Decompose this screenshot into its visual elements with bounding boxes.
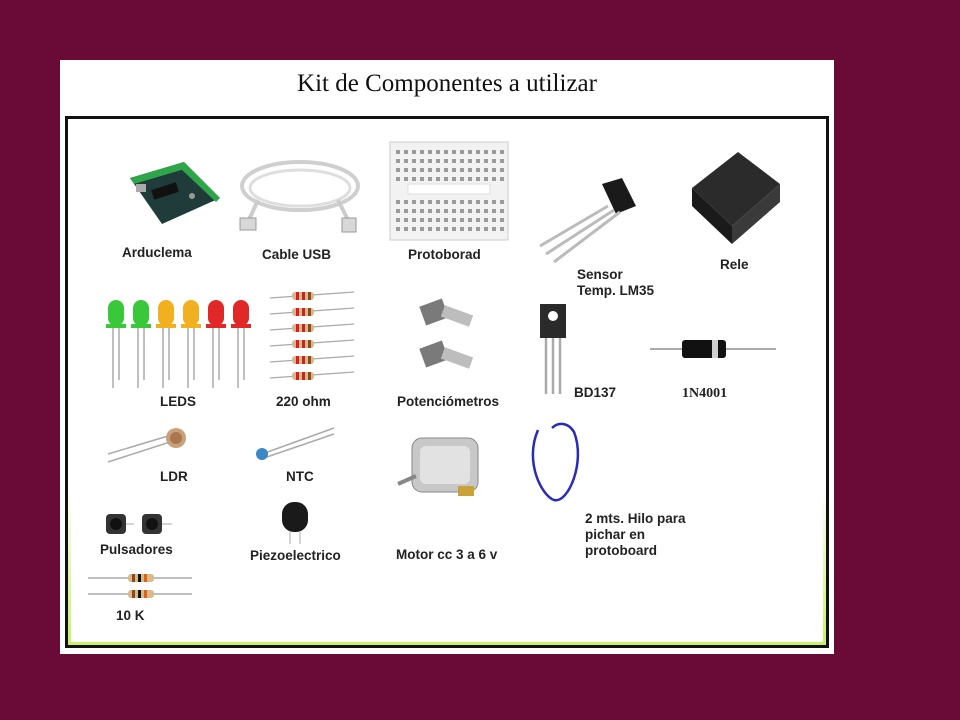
arduclema-label: Arduclema bbox=[122, 245, 192, 260]
relay-image bbox=[692, 152, 780, 244]
piezo-label: Piezoelectrico bbox=[250, 548, 341, 563]
lm35-label-line2: Temp. LM35 bbox=[577, 283, 655, 298]
arduclema-image bbox=[130, 162, 220, 224]
lm35-sensor-image bbox=[539, 178, 636, 264]
wire-label-line3: protoboard bbox=[585, 543, 657, 558]
ldr-label: LDR bbox=[160, 469, 188, 484]
diode-label: 1N4001 bbox=[682, 386, 728, 401]
ntc-label: NTC bbox=[286, 469, 314, 484]
resistors-220-image bbox=[269, 291, 355, 380]
leds-image bbox=[106, 300, 251, 388]
lm35-label-line1: Sensor bbox=[577, 267, 623, 282]
leds-label: LEDS bbox=[160, 394, 197, 409]
motor-image bbox=[397, 437, 479, 496]
slide: Kit de Componentes a utilizar Arduclema … bbox=[60, 60, 834, 654]
protoboard-image bbox=[389, 141, 509, 241]
relay-label: Rele bbox=[720, 257, 749, 272]
push-buttons-label: Pulsadores bbox=[100, 542, 173, 557]
piezo-image bbox=[282, 502, 308, 544]
usb-cable-image bbox=[239, 160, 360, 233]
motor-label: Motor cc 3 a 6 v bbox=[396, 547, 498, 562]
wire-label-line2: pichar en bbox=[585, 527, 646, 542]
diode-image bbox=[650, 340, 776, 358]
wire-image bbox=[531, 422, 580, 502]
ldr-image bbox=[107, 428, 186, 463]
push-buttons-image bbox=[106, 514, 172, 534]
usb-cable-label: Cable USB bbox=[262, 247, 332, 262]
slide-title: Kit de Componentes a utilizar bbox=[297, 70, 597, 97]
resistor-220-label: 220 ohm bbox=[276, 394, 331, 409]
potentiometers-image bbox=[419, 298, 474, 369]
resistors-10k-image bbox=[88, 574, 192, 598]
ntc-image bbox=[256, 427, 335, 460]
protoboard-label: Protoborad bbox=[408, 247, 481, 262]
wire-label-line1: 2 mts. Hilo para bbox=[585, 511, 686, 526]
bd137-label: BD137 bbox=[574, 385, 617, 400]
resistor-10k-label: 10 K bbox=[116, 608, 145, 623]
potentiometers-label: Potenciómetros bbox=[397, 394, 500, 409]
bd137-image bbox=[540, 304, 566, 394]
